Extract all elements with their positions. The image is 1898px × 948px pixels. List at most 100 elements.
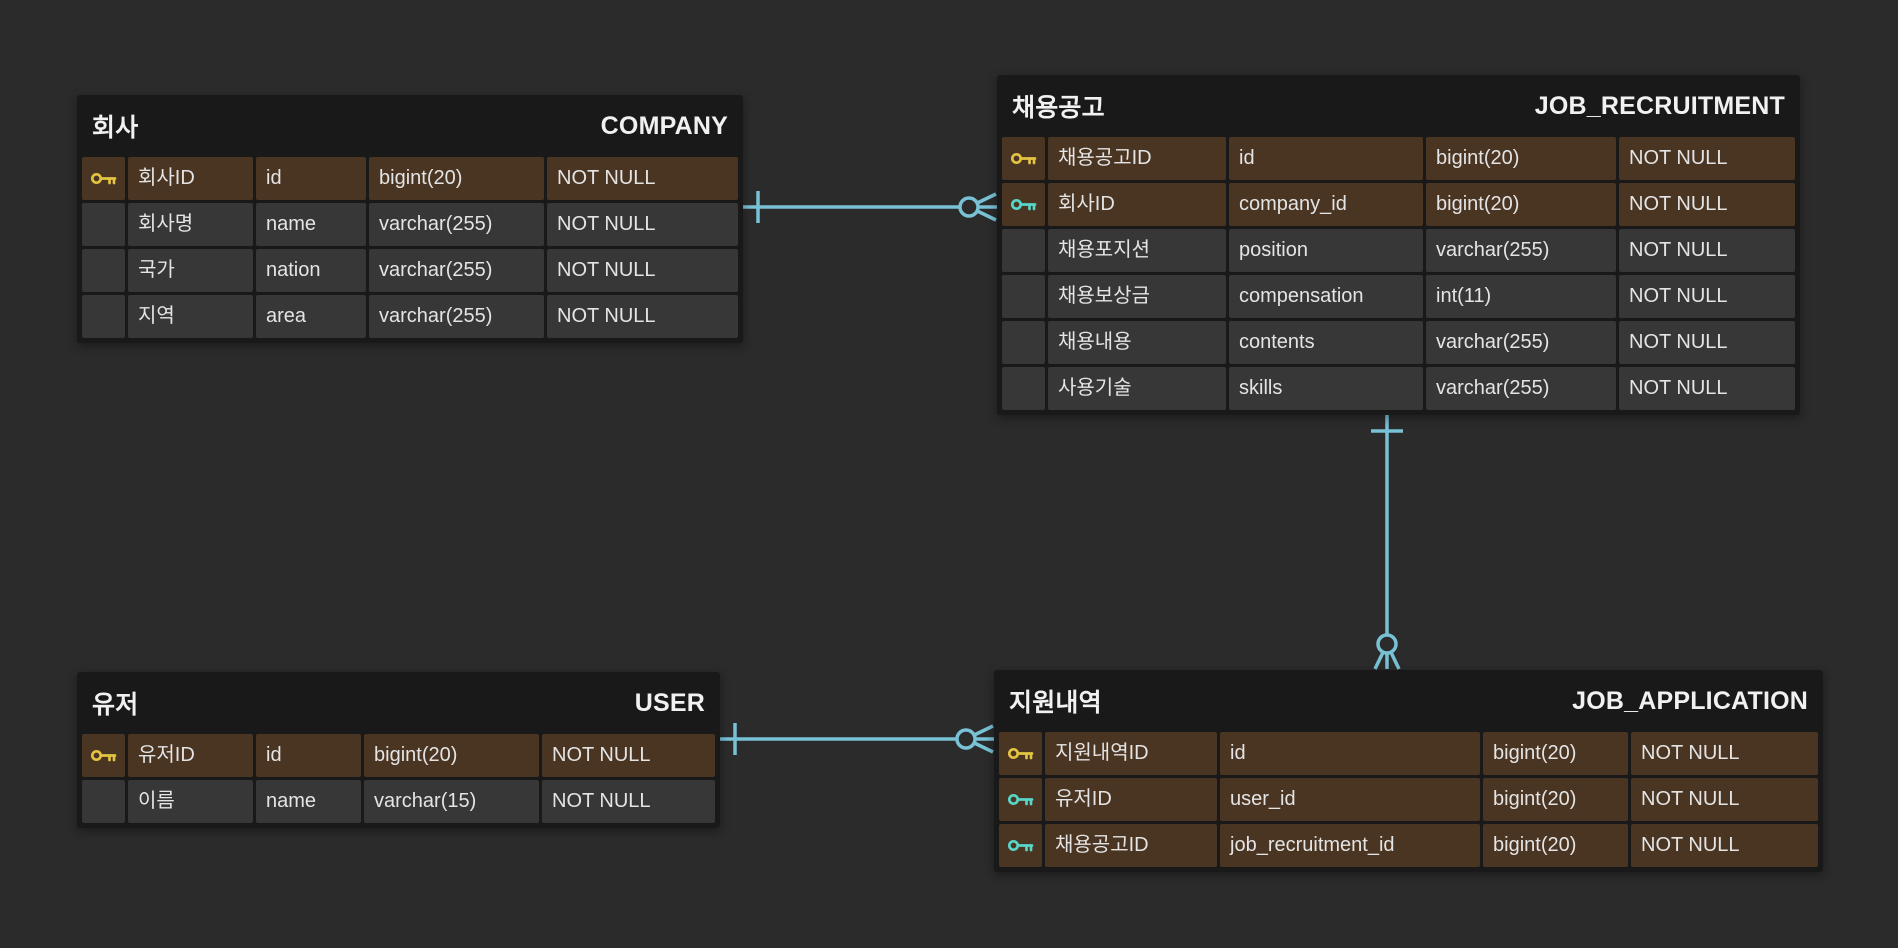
column-constraint[interactable]: NOT NULL — [1631, 778, 1818, 821]
column-data-type[interactable]: varchar(255) — [369, 203, 544, 246]
column-data-type[interactable]: varchar(15) — [364, 780, 539, 823]
column-logical-name[interactable]: 사용기술 — [1048, 367, 1226, 410]
column-data-type[interactable]: varchar(255) — [1426, 321, 1616, 364]
column-constraint[interactable]: NOT NULL — [542, 734, 715, 777]
crow-foot-prong — [1373, 643, 1389, 670]
column-logical-name[interactable]: 유저ID — [1045, 778, 1217, 821]
table-physical-name[interactable]: USER — [634, 688, 705, 717]
relationship-user-job_application[interactable] — [720, 723, 994, 755]
column-constraint[interactable]: NOT NULL — [1619, 137, 1795, 180]
column-data-type[interactable]: varchar(255) — [1426, 367, 1616, 410]
relationship-job_recruitment-job_application[interactable] — [1371, 414, 1403, 670]
key-cell — [82, 249, 125, 292]
column-data-type[interactable]: varchar(255) — [369, 295, 544, 338]
column-constraint[interactable]: NOT NULL — [547, 295, 738, 338]
table-physical-name[interactable]: JOB_APPLICATION — [1572, 686, 1808, 715]
crow-foot-prong — [965, 737, 994, 754]
column-logical-name[interactable]: 회사ID — [128, 157, 253, 200]
column-physical-name[interactable]: area — [256, 295, 366, 338]
column-constraint[interactable]: NOT NULL — [547, 203, 738, 246]
column-logical-name[interactable]: 회사명 — [128, 203, 253, 246]
column-logical-name[interactable]: 유저ID — [128, 734, 253, 777]
table-physical-name[interactable]: JOB_RECRUITMENT — [1534, 91, 1785, 120]
column-constraint[interactable]: NOT NULL — [1631, 732, 1818, 775]
column-physical-name[interactable]: id — [1229, 137, 1423, 180]
column-constraint[interactable]: NOT NULL — [1619, 367, 1795, 410]
column-logical-name[interactable]: 회사ID — [1048, 183, 1226, 226]
column-constraint[interactable]: NOT NULL — [542, 780, 715, 823]
column-physical-name[interactable]: compensation — [1229, 275, 1423, 318]
column-physical-name[interactable]: skills — [1229, 367, 1423, 410]
key-cell — [1002, 367, 1045, 410]
column-physical-name[interactable]: id — [1220, 732, 1480, 775]
column-physical-name[interactable]: contents — [1229, 321, 1423, 364]
column-logical-name[interactable]: 채용공고ID — [1045, 824, 1217, 867]
column-physical-name[interactable]: nation — [256, 249, 366, 292]
column-physical-name[interactable]: id — [256, 734, 361, 777]
column-physical-name[interactable]: job_recruitment_id — [1220, 824, 1480, 867]
column-data-type[interactable]: bigint(20) — [1483, 732, 1628, 775]
primary-key-icon — [1007, 747, 1034, 760]
column-physical-name[interactable]: id — [256, 157, 366, 200]
column-constraint[interactable]: NOT NULL — [547, 157, 738, 200]
column-logical-name[interactable]: 채용내용 — [1048, 321, 1226, 364]
column-physical-name[interactable]: user_id — [1220, 778, 1480, 821]
column-logical-name[interactable]: 채용공고ID — [1048, 137, 1226, 180]
column-physical-name[interactable]: name — [256, 203, 366, 246]
column-logical-name[interactable]: 지원내역ID — [1045, 732, 1217, 775]
column-logical-name[interactable]: 지역 — [128, 295, 253, 338]
column-data-type[interactable]: varchar(255) — [369, 249, 544, 292]
column-logical-name[interactable]: 국가 — [128, 249, 253, 292]
table-logical-name[interactable]: 지원내역 — [1009, 689, 1102, 717]
column-data-type[interactable]: int(11) — [1426, 275, 1616, 318]
column-data-type[interactable]: bigint(20) — [1483, 778, 1628, 821]
column-data-type[interactable]: bigint(20) — [1426, 137, 1616, 180]
column-data-type[interactable]: bigint(20) — [369, 157, 544, 200]
column-constraint[interactable]: NOT NULL — [1619, 183, 1795, 226]
table-logical-name[interactable]: 유저 — [92, 691, 139, 719]
column-logical-name[interactable]: 채용포지션 — [1048, 229, 1226, 272]
column-physical-name[interactable]: position — [1229, 229, 1423, 272]
column-logical-name[interactable]: 채용보상금 — [1048, 275, 1226, 318]
primary-key-icon — [90, 172, 117, 185]
column-constraint[interactable]: NOT NULL — [1631, 824, 1818, 867]
table-physical-name[interactable]: COMPANY — [600, 111, 728, 140]
column-physical-name[interactable]: company_id — [1229, 183, 1423, 226]
primary-key-icon — [1010, 152, 1037, 165]
column-constraint[interactable]: NOT NULL — [547, 249, 738, 292]
column-constraint[interactable]: NOT NULL — [1619, 321, 1795, 364]
column-data-type[interactable]: bigint(20) — [1426, 183, 1616, 226]
column-data-type[interactable]: bigint(20) — [1483, 824, 1628, 867]
column-data-type[interactable]: bigint(20) — [364, 734, 539, 777]
column-logical-name[interactable]: 이름 — [128, 780, 253, 823]
relationship-company-job_recruitment[interactable] — [743, 191, 997, 223]
column-constraint[interactable]: NOT NULL — [1619, 229, 1795, 272]
table-logical-name[interactable]: 채용공고 — [1012, 94, 1105, 122]
column-constraint[interactable]: NOT NULL — [1619, 275, 1795, 318]
table-logical-name[interactable]: 회사 — [92, 114, 139, 142]
column-data-type[interactable]: varchar(255) — [1426, 229, 1616, 272]
column-physical-name[interactable]: name — [256, 780, 361, 823]
table-header: 지원내역 JOB_APPLICATION — [994, 670, 1823, 732]
